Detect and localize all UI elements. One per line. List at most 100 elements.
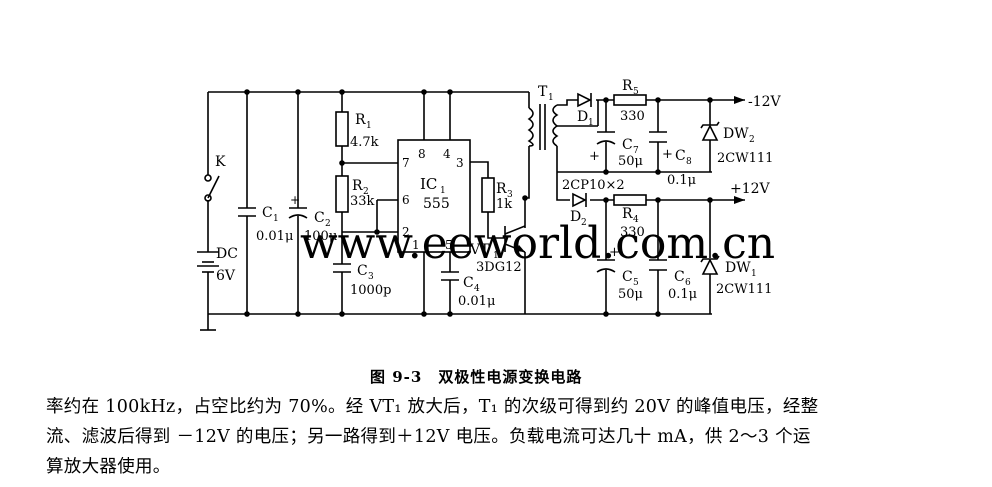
out-pos-label: +12V	[730, 181, 771, 197]
paragraph-line: 流、滤波后得到 －12V 的电压；另一路得到＋12V 电压。负载电流可达几十 m…	[46, 427, 811, 447]
pin-7: 7	[402, 156, 410, 170]
diode-type: 2CP10×2	[562, 178, 625, 193]
dw2-type: 2CW111	[717, 151, 773, 166]
c8-plus: +	[662, 147, 673, 162]
battery-dc: DC 6V	[197, 246, 238, 284]
r1-name: R	[355, 112, 366, 128]
r5-sub: 5	[633, 87, 639, 97]
resistor-r4: R 4 330	[613, 194, 647, 240]
capacitor-c4: C 4 0.01μ	[441, 271, 495, 309]
capacitor-c3: C 3 1000p	[333, 263, 391, 298]
t1-name: T	[538, 84, 548, 100]
c5-sub: 5	[633, 278, 639, 288]
c7-value: 50μ	[618, 154, 643, 169]
vt-name: VT	[469, 242, 490, 258]
d1-sub: 1	[588, 118, 594, 128]
c4-sub: 4	[474, 284, 480, 294]
capacitor-c8: + C 8 0.1μ	[649, 131, 696, 188]
c1-sub: 1	[273, 214, 279, 224]
diode-d1: D 1	[577, 92, 594, 128]
c4-value: 0.01μ	[458, 294, 495, 309]
junction-dots	[244, 89, 713, 317]
ic-555: IC 1 555 7 8 4 3 6 2 1 5	[397, 139, 471, 253]
d2-sub: 2	[581, 218, 587, 228]
c6-sub: 6	[685, 278, 691, 288]
c2-name: C	[314, 210, 325, 226]
pin-5: 5	[445, 238, 453, 252]
c8-name: C	[675, 148, 686, 164]
c3-name: C	[357, 263, 368, 279]
transformer-t1: T 1	[527, 84, 559, 150]
capacitor-c6: C 6 0.1μ	[649, 259, 697, 302]
vt-sub: 1	[493, 251, 499, 261]
capacitor-c7: + C 7 50μ	[589, 131, 643, 169]
t1-sub: 1	[548, 93, 554, 103]
ic-type: 555	[423, 196, 450, 212]
c6-name: C	[674, 269, 685, 285]
wiring	[207, 91, 745, 330]
dw1-name: DW	[725, 260, 751, 276]
paragraph-line: 率约在 100kHz，占空比约为 70%。经 VT₁ 放大后，T₁ 的次级可得到…	[46, 397, 819, 417]
capacitor-c5: + C 5 50μ	[596, 245, 643, 302]
capacitor-c1: C 1 0.01μ	[238, 205, 293, 244]
pin-8: 8	[418, 147, 426, 161]
dw2-sub: 2	[749, 135, 755, 145]
resistor-r5: R 5 330	[613, 78, 647, 124]
r5-value: 330	[620, 109, 645, 124]
battery-name: DC	[216, 246, 238, 262]
pin-3: 3	[456, 156, 464, 170]
r1-value: 4.7k	[350, 135, 379, 150]
c8-value: 0.1μ	[667, 173, 696, 188]
r3-sub: 3	[507, 190, 513, 200]
c8-sub: 8	[686, 157, 692, 167]
battery-value: 6V	[216, 268, 236, 284]
out-neg-label: -12V	[748, 94, 782, 110]
c1-value: 0.01μ	[256, 229, 293, 244]
zener-dw2: DW 2 2CW111	[700, 121, 773, 166]
dw1-sub: 1	[751, 269, 757, 279]
resistor-r2: R 2 33k	[335, 175, 375, 213]
diode-d2: D 2 2CP10×2	[562, 178, 625, 228]
watermark: www.eeworld.com.cn	[300, 218, 775, 269]
c2-sub: 2	[325, 219, 331, 229]
d1-name: D	[577, 109, 588, 125]
r4-name: R	[622, 206, 633, 222]
vt-type: 3DG12	[476, 260, 522, 275]
pin-2: 2	[402, 225, 410, 239]
figure-caption: 图 9-3 双极性电源变换电路	[370, 368, 583, 386]
resistor-r1: R 1 4.7k	[335, 111, 379, 150]
pin-6: 6	[402, 193, 410, 207]
r5-name: R	[622, 78, 633, 94]
dw2-name: DW	[723, 126, 749, 142]
r4-value: 330	[620, 225, 645, 240]
switch-k: K	[204, 154, 226, 202]
output-negative: -12V	[734, 94, 782, 110]
c2-plus: +	[290, 193, 300, 207]
ic-sub: 1	[440, 186, 446, 196]
r1-sub: 1	[366, 121, 372, 131]
pin-1: 1	[412, 238, 420, 252]
r3-value: 1k	[496, 197, 512, 212]
r2-sub: 2	[363, 187, 369, 197]
paragraph-line: 算放大器使用。	[46, 457, 171, 477]
c4-name: C	[463, 275, 474, 291]
r2-name: R	[352, 178, 363, 194]
c1-name: C	[262, 205, 273, 221]
r2-value: 33k	[350, 194, 375, 209]
zener-dw1: DW 1 2CW111	[700, 255, 772, 297]
c6-value: 0.1μ	[668, 287, 697, 302]
c2-value: 100μ	[304, 229, 337, 244]
output-positive: +12V	[730, 181, 771, 204]
dw1-type: 2CW111	[716, 282, 772, 297]
c5-value: 50μ	[618, 287, 643, 302]
pin-4: 4	[443, 147, 451, 161]
ic-name: IC	[420, 175, 437, 193]
c5-plus: +	[609, 245, 620, 260]
c7-name: C	[622, 137, 633, 153]
c3-sub: 3	[368, 272, 374, 282]
d2-name: D	[570, 209, 581, 225]
transistor-vt1: VT 1 3DG12	[469, 225, 526, 275]
c7-sub: 7	[633, 146, 639, 156]
r3-name: R	[496, 181, 507, 197]
c5-name: C	[622, 269, 633, 285]
